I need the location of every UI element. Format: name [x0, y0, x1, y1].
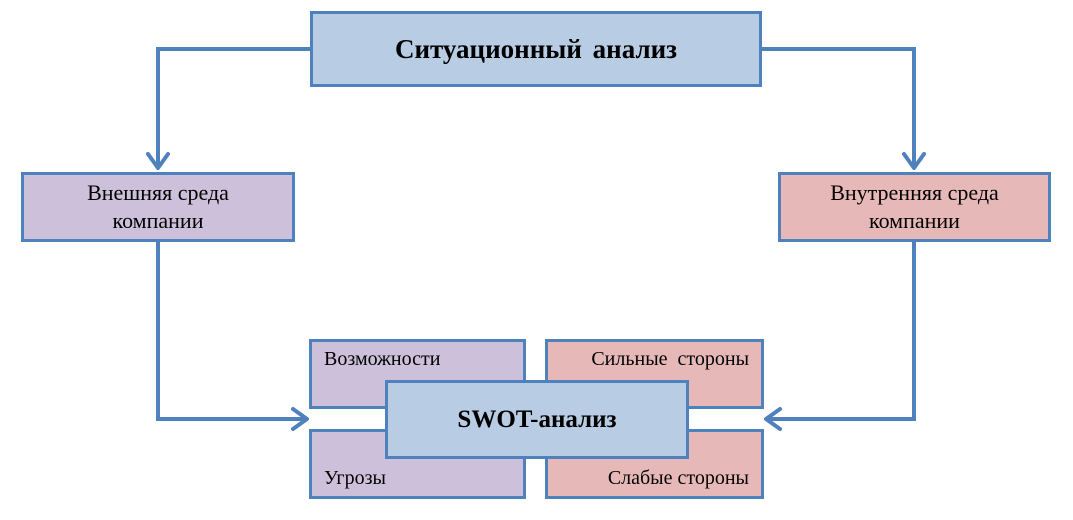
arrowhead-external [146, 152, 170, 170]
weaknesses-label: Слабые стороны [607, 467, 749, 489]
internal-environment-box: Внутренняя среда компании [778, 172, 1051, 242]
swot-analysis-box: SWOT-анализ [385, 380, 689, 459]
external-environment-box: Внешняя среда компании [21, 172, 295, 242]
arrow-internal-to-swot [768, 242, 916, 421]
arrowhead-internal [902, 152, 926, 170]
arrow-top-to-internal [762, 47, 916, 166]
swot-analysis-label: SWOT-анализ [457, 405, 617, 433]
internal-environment-line2: компании [869, 208, 960, 233]
opportunities-label: Возможности [324, 348, 441, 370]
threats-label: Угрозы [324, 467, 386, 489]
external-environment-line2: компании [112, 208, 204, 233]
arrow-external-to-swot [156, 242, 305, 421]
arrow-top-to-external [156, 47, 310, 166]
situational-analysis-label: Ситуационный анализ [394, 33, 678, 64]
external-environment-line1: Внешняя среда [87, 180, 229, 205]
arrowhead-swot-right [764, 407, 782, 431]
arrowhead-swot-left [291, 407, 309, 431]
strengths-label: Сильные стороны [591, 348, 749, 370]
internal-environment-line1: Внутренняя среда [830, 180, 999, 205]
situational-analysis-box: Ситуационный анализ [310, 11, 762, 87]
